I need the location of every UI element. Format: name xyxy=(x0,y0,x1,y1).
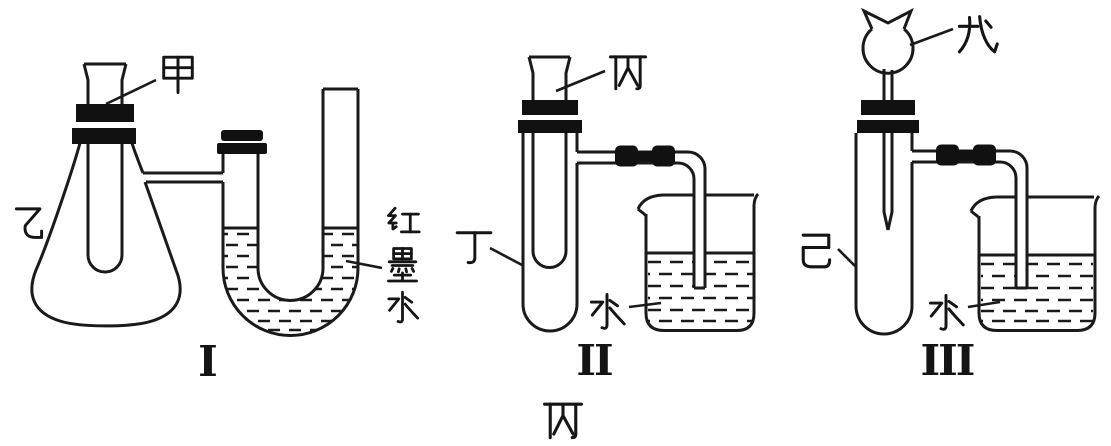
setup-1 xyxy=(14,55,421,337)
red-ink-dashes xyxy=(224,232,357,332)
spout xyxy=(636,193,664,217)
tube-outer-line xyxy=(577,150,707,288)
flask-outline xyxy=(30,142,182,328)
beaker-3 xyxy=(969,194,1101,332)
u-tube-cap xyxy=(217,130,267,154)
beaker-body xyxy=(644,205,756,332)
label-water-3 xyxy=(928,294,965,331)
tube-inner-line xyxy=(577,161,696,288)
dash-rows-b xyxy=(981,274,1093,323)
label-water-2 xyxy=(589,293,626,330)
pinch-valve-3 xyxy=(936,144,996,166)
cap-gap xyxy=(219,139,265,144)
valve-right xyxy=(973,144,996,166)
valve-left xyxy=(936,144,959,166)
tube-body xyxy=(854,133,914,336)
tube-walls xyxy=(527,56,572,269)
stopper-top xyxy=(76,104,134,122)
pointer-red-ink xyxy=(345,259,383,270)
dash-rows-a xyxy=(981,262,1093,313)
pointer-ji xyxy=(837,248,856,267)
label-bing xyxy=(608,55,648,91)
flask-shoulder xyxy=(130,142,145,174)
pinch-valve-2 xyxy=(615,145,675,167)
stopper-gap xyxy=(74,121,136,129)
stopper-top xyxy=(861,100,915,115)
pointer-water-3 xyxy=(967,300,1001,309)
pointer-water-2 xyxy=(628,301,662,309)
valve-middle xyxy=(957,150,977,161)
pointer-jia xyxy=(105,78,157,106)
conical-flask-yi xyxy=(30,142,182,328)
valve-left xyxy=(615,145,638,167)
dash-rows-b xyxy=(648,272,753,323)
cap-base xyxy=(217,143,267,154)
label-ding xyxy=(455,231,493,265)
rim-flare xyxy=(752,192,760,206)
label-jia xyxy=(162,55,194,94)
setup-3-numeral: III xyxy=(920,336,976,385)
tube-body xyxy=(521,132,579,333)
inner-test-tube-bing xyxy=(527,55,572,269)
bend-inner xyxy=(256,267,325,302)
dash-rows-b xyxy=(224,243,357,332)
rim-flare xyxy=(1093,194,1101,208)
setup-2-numeral: II xyxy=(576,336,613,385)
test-tube-ji xyxy=(854,133,914,336)
setup-3 xyxy=(801,7,1101,336)
connecting-tube-1 xyxy=(143,171,223,184)
delivery-tube-2 xyxy=(577,150,707,290)
label-red-ink xyxy=(387,206,421,324)
beaker-body xyxy=(977,207,1097,332)
label-yi xyxy=(14,207,44,239)
pointer-bing xyxy=(555,69,606,93)
stopper-base xyxy=(857,120,919,133)
setup-1-numeral: I xyxy=(198,337,218,386)
stopper-top xyxy=(522,100,578,115)
u-tube xyxy=(217,87,360,337)
pointer-ding xyxy=(489,246,523,267)
tube-mask xyxy=(1017,256,1026,287)
tube-walls xyxy=(82,63,128,274)
tube-outer-line xyxy=(912,149,1029,288)
tube-mask xyxy=(695,254,704,287)
bulb-body xyxy=(861,27,915,75)
bulb-stem xyxy=(882,69,894,231)
beaker-2 xyxy=(636,192,760,332)
tube-lines xyxy=(143,171,223,184)
stopper-gap xyxy=(520,114,580,121)
delivery-tube-3 xyxy=(912,149,1029,290)
cap-top xyxy=(221,130,263,141)
stopper-base xyxy=(72,128,136,144)
inner-test-tube-jia xyxy=(82,62,128,274)
label-ji xyxy=(801,233,832,269)
bend-outer xyxy=(221,267,360,337)
dash-rows-a xyxy=(224,232,357,323)
valve-right xyxy=(652,145,675,167)
rubber-stopper-1 xyxy=(72,104,136,144)
spout xyxy=(969,195,997,219)
bulb-mouth xyxy=(860,7,914,30)
water-dashes xyxy=(981,262,1093,323)
setup-2 xyxy=(455,55,760,333)
tube-inner-line xyxy=(912,160,1018,288)
stopper-gap xyxy=(858,114,916,121)
stopper-base xyxy=(518,120,582,133)
figure-caption xyxy=(542,402,584,440)
outer-test-tube-ding xyxy=(521,132,579,333)
valve-middle xyxy=(636,151,656,162)
rubber-stopper-2 xyxy=(518,100,582,133)
label-wu xyxy=(957,15,999,54)
rubber-stopper-3 xyxy=(857,100,919,133)
pointer-wu xyxy=(909,27,954,47)
